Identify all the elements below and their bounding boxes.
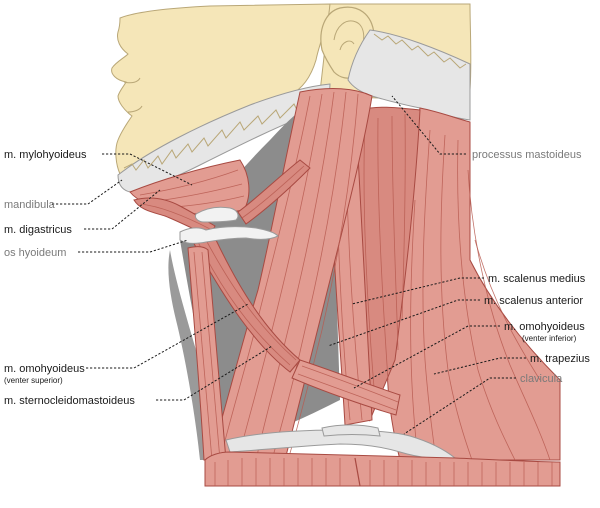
hyoid-bone <box>179 206 279 244</box>
label-os-hyoideum: os hyoideum <box>4 247 66 259</box>
label-clavicula: clavicula <box>520 373 563 385</box>
label-omohyoideus-inf: m. omohyoideus <box>504 321 585 333</box>
clavicle <box>225 424 457 460</box>
chest-muscles <box>204 451 561 487</box>
leader-digastricus <box>84 189 161 230</box>
leader-os-hyoideum <box>78 239 189 253</box>
leader-mandibula <box>52 179 123 205</box>
label-omohyoideus-inf-sub: (venter inferior) <box>522 334 577 343</box>
label-omohyoideus-sup: m. omohyoideus <box>4 363 85 375</box>
label-processus-mastoideus: processus mastoideus <box>472 149 582 161</box>
leader-clavicula <box>403 377 516 435</box>
mastoid-bone <box>347 29 471 121</box>
leader-processus-mastoideus <box>391 95 466 155</box>
label-scalenus-medius: m. scalenus medius <box>488 273 586 285</box>
leader-omohyoideus-inf <box>353 325 500 389</box>
suprahyoid-muscles <box>129 159 311 237</box>
label-mylohyoideus: m. mylohyoideus <box>4 149 87 161</box>
sternocleidomastoideus-muscle <box>209 88 373 461</box>
leader-trapezius <box>433 357 526 375</box>
leader-lines <box>52 95 526 435</box>
face-skin <box>111 3 331 175</box>
label-scalenus-anterior: m. scalenus anterior <box>484 295 583 307</box>
label-mandibula: mandibula <box>4 199 56 211</box>
leader-mylohyoideus <box>102 153 193 186</box>
label-sternocleidomastoideus: m. sternocleidomastoideus <box>4 395 135 407</box>
label-omohyoideus-sup-sub: (venter superior) <box>4 376 63 385</box>
leader-omohyoideus-sup <box>86 303 249 369</box>
leader-scalenus-medius <box>351 277 484 305</box>
labels: m. mylohyoideus mandibula m. digastricus… <box>4 149 590 407</box>
leader-scalenus-anterior <box>327 299 480 347</box>
omohyoideus-inferior-muscle <box>291 359 401 416</box>
infrahyoid-muscles <box>187 246 227 461</box>
label-trapezius: m. trapezius <box>530 353 590 365</box>
label-digastricus: m. digastricus <box>4 224 72 236</box>
leader-sternocleidomastoideus <box>156 345 273 401</box>
